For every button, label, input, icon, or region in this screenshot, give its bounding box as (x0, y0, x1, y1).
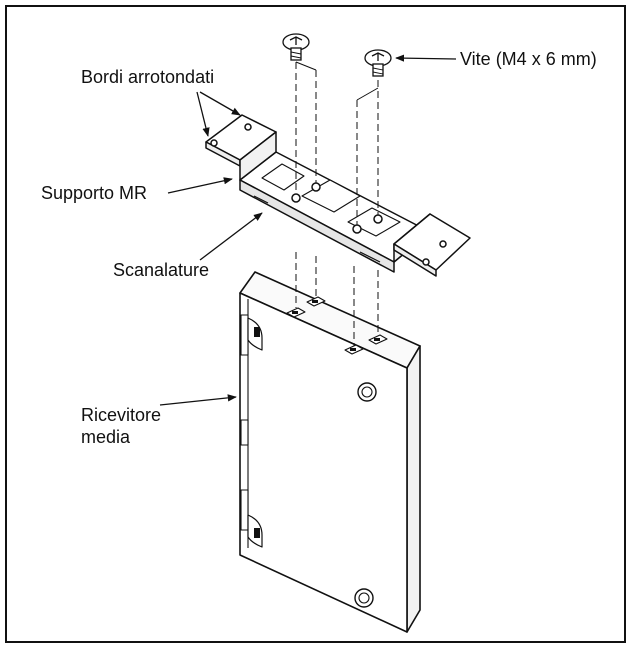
screw-left (282, 33, 310, 61)
screw-right (364, 49, 392, 77)
label-rounded-edges: Bordi arrotondati (81, 67, 215, 87)
leader-arrows (159, 54, 457, 406)
alignment-lines (295, 252, 379, 346)
label-mr-bracket: Supporto MR (41, 183, 148, 203)
mr-bracket (205, 114, 471, 277)
label-media-receiver: Ricevitore media (81, 404, 201, 448)
label-screw: Vite (M4 x 6 mm) (460, 49, 597, 69)
screw-alignment-lines (295, 61, 379, 225)
label-media-receiver-line2: media (81, 427, 131, 447)
label-grooves: Scanalature (113, 260, 210, 280)
label-media-receiver-line1: Ricevitore (81, 405, 162, 425)
media-receiver (239, 271, 421, 633)
